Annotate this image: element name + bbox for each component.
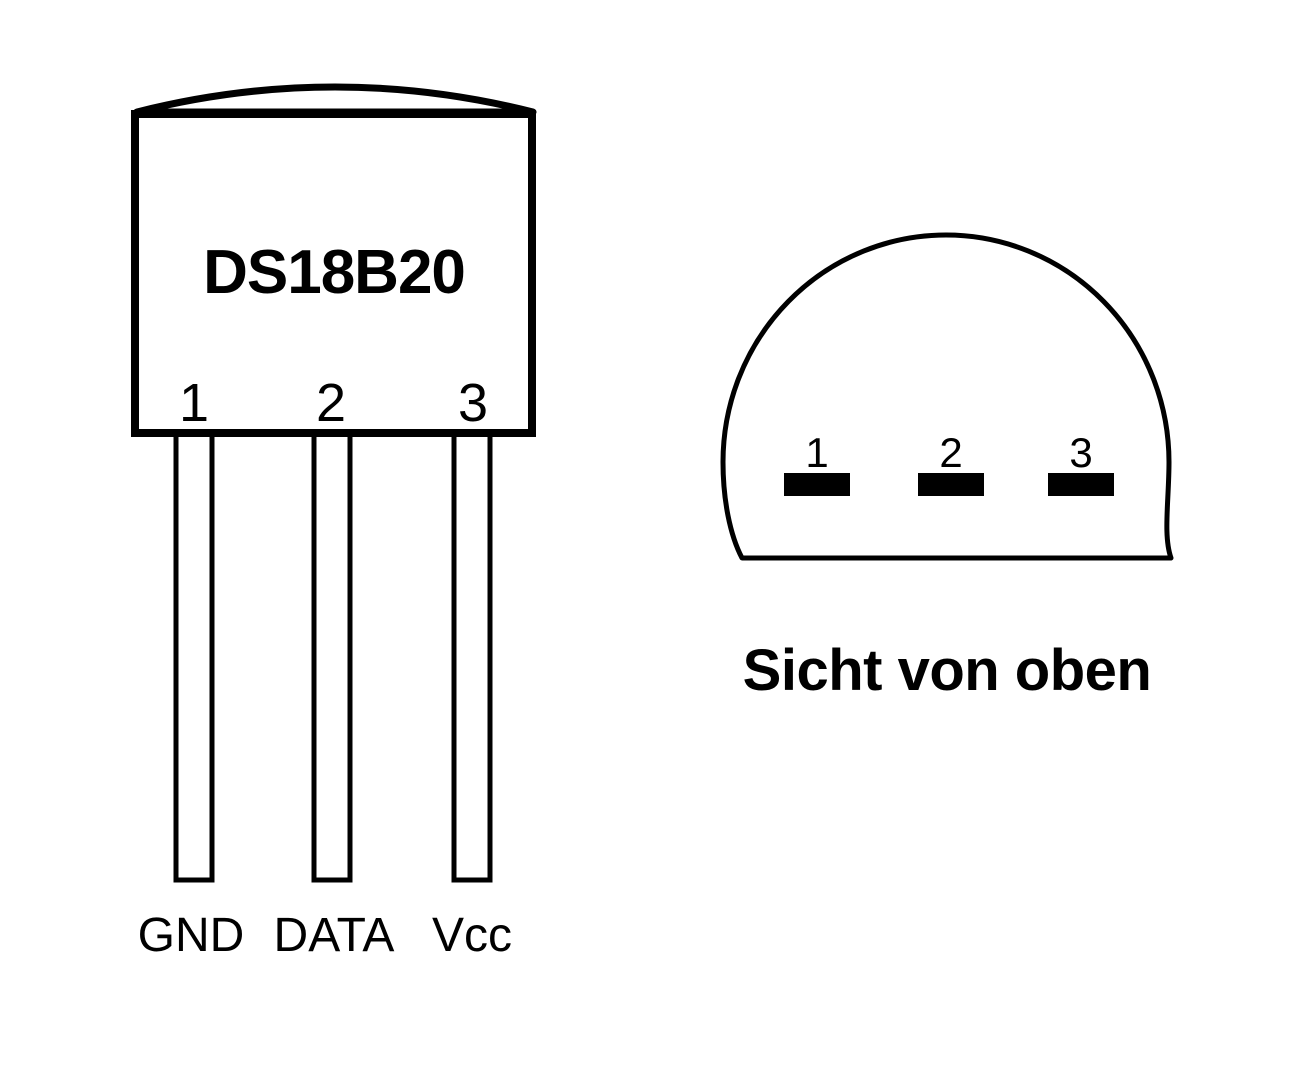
pin-leg-1 [173, 427, 215, 883]
front-view: DS18B20 1 2 3 GND DATA Vcc [131, 83, 537, 962]
front-pin-number-2: 2 [316, 373, 346, 433]
front-pin-number-1: 1 [179, 373, 209, 433]
top-pin-number-3: 3 [1069, 429, 1092, 476]
chip-body [131, 110, 536, 437]
top-view: 1 2 3 Sicht von oben [720, 232, 1174, 703]
pin-label-gnd: GND [138, 909, 245, 962]
pin-leg-3 [451, 427, 493, 883]
top-view-caption: Sicht von oben [743, 638, 1152, 703]
pin-leg-2 [311, 427, 353, 883]
pin-label-vcc: Vcc [432, 909, 512, 962]
top-view-pin-1 [784, 473, 850, 496]
chip-top-cap [133, 83, 537, 116]
top-pin-number-2: 2 [939, 429, 962, 476]
pin-label-data: DATA [274, 909, 395, 962]
front-pin-number-3: 3 [458, 373, 488, 433]
top-view-outline [720, 232, 1174, 561]
top-view-pin-3 [1048, 473, 1114, 496]
top-view-pin-2 [918, 473, 984, 496]
chip-label: DS18B20 [203, 238, 465, 307]
top-pin-number-1: 1 [805, 429, 828, 476]
